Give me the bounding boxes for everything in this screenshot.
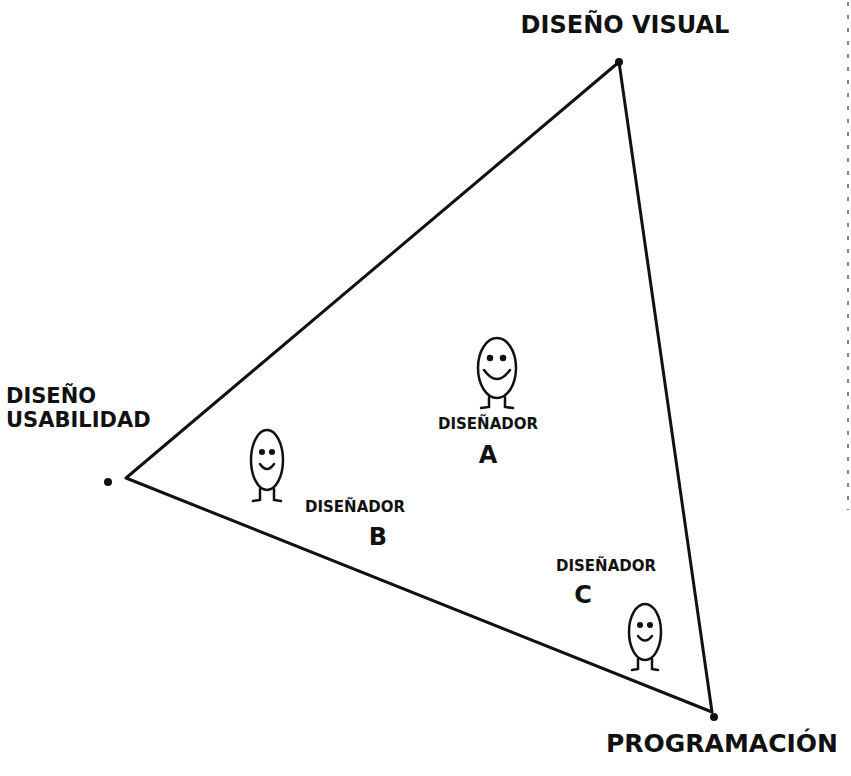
designer-figure [629, 604, 661, 670]
designer-label: DISEÑADOR [556, 558, 656, 575]
designer-letter: B [369, 524, 387, 552]
axis-label: DISEÑO USABILIDAD [6, 384, 166, 432]
designer-figure [251, 430, 283, 501]
designer-letter: C [574, 582, 592, 610]
axis-label: DISEÑO VISUAL [521, 12, 730, 40]
vertex-dot [710, 713, 718, 721]
dashed-margin [847, 2, 849, 510]
designer-letter: A [479, 442, 498, 470]
designer-figure [478, 338, 516, 408]
triangle-outline [126, 62, 712, 712]
axis-label: PROGRAMACIÓN [606, 730, 838, 759]
vertex-dot [615, 58, 623, 66]
designer-label: DISEÑADOR [438, 416, 538, 433]
designer-label: DISEÑADOR [305, 499, 405, 516]
vertex-dot [104, 478, 112, 486]
